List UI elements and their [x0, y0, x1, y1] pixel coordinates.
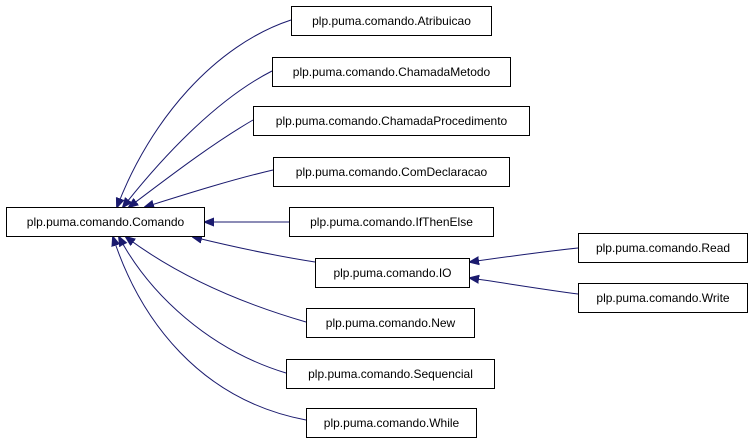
node-comando-label: plp.puma.comando.Comando — [27, 215, 185, 229]
node-if-then-else-label: plp.puma.comando.IfThenElse — [310, 215, 473, 229]
edge-read-to-io — [470, 247, 579, 262]
node-chamada-metodo-label: plp.puma.comando.ChamadaMetodo — [293, 65, 491, 79]
edge-atribuicao-to-comando — [117, 19, 292, 207]
node-read-label: plp.puma.comando.Read — [596, 241, 730, 255]
edge-while-to-comando — [113, 237, 307, 421]
edges — [113, 19, 579, 421]
node-new[interactable]: plp.puma.comando.New — [306, 308, 475, 338]
node-read[interactable]: plp.puma.comando.Read — [578, 233, 748, 263]
node-while-label: plp.puma.comando.While — [324, 416, 460, 430]
node-write[interactable]: plp.puma.comando.Write — [578, 283, 748, 313]
node-atribuicao[interactable]: plp.puma.comando.Atribuicao — [291, 6, 492, 36]
node-chamada-procedimento-label: plp.puma.comando.ChamadaProcedimento — [276, 114, 508, 128]
node-if-then-else[interactable]: plp.puma.comando.IfThenElse — [289, 207, 494, 237]
node-com-declaracao[interactable]: plp.puma.comando.ComDeclaracao — [273, 157, 510, 187]
node-comando[interactable]: plp.puma.comando.Comando — [6, 207, 205, 237]
edge-io-to-comando — [193, 237, 316, 263]
edge-chamada-metodo-to-comando — [123, 70, 273, 207]
edge-sequencial-to-comando — [119, 237, 287, 374]
edge-com-declaracao-to-comando — [145, 169, 274, 207]
edge-chamada-procedimento-to-comando — [129, 119, 254, 207]
node-sequencial-label: plp.puma.comando.Sequencial — [308, 367, 473, 381]
node-new-label: plp.puma.comando.New — [326, 316, 456, 330]
node-write-label: plp.puma.comando.Write — [596, 291, 730, 305]
node-while[interactable]: plp.puma.comando.While — [306, 408, 477, 438]
node-io-label: plp.puma.comando.IO — [333, 266, 451, 280]
node-sequencial[interactable]: plp.puma.comando.Sequencial — [286, 359, 495, 389]
node-chamada-metodo[interactable]: plp.puma.comando.ChamadaMetodo — [272, 57, 511, 87]
edge-new-to-comando — [126, 237, 307, 323]
node-com-declaracao-label: plp.puma.comando.ComDeclaracao — [296, 165, 488, 179]
node-atribuicao-label: plp.puma.comando.Atribuicao — [312, 14, 471, 28]
node-chamada-procedimento[interactable]: plp.puma.comando.ChamadaProcedimento — [253, 106, 530, 136]
edge-write-to-io — [470, 278, 579, 295]
node-io[interactable]: plp.puma.comando.IO — [315, 258, 470, 288]
